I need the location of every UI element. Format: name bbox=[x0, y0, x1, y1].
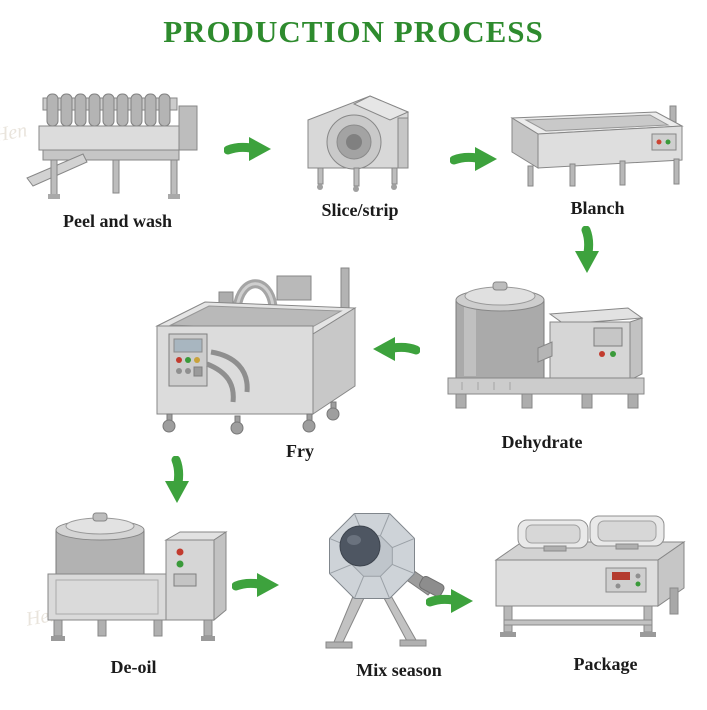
flow-arrow-down-icon bbox=[572, 225, 602, 274]
step-fry: Fry bbox=[115, 252, 375, 462]
flow-arrow-right-icon bbox=[425, 586, 474, 616]
dehydrate-machine-icon bbox=[432, 256, 652, 424]
step-peel-and-wash: Peel and wash bbox=[25, 82, 210, 232]
de-oil-machine-icon bbox=[36, 498, 231, 653]
step-slice-strip: Slice/strip bbox=[280, 88, 440, 221]
step-label-package: Package bbox=[573, 654, 638, 674]
step-de-oil: De-oil bbox=[36, 498, 231, 678]
flow-arrow-right-icon bbox=[223, 134, 272, 164]
page-title: PRODUCTION PROCESS bbox=[163, 14, 544, 49]
mix-season-machine-icon bbox=[294, 496, 454, 656]
slice-strip-machine-icon bbox=[280, 88, 440, 196]
step-dehydrate: Dehydrate bbox=[432, 256, 652, 453]
flow-arrow-right-icon bbox=[231, 570, 280, 600]
step-blanch: Blanch bbox=[500, 98, 695, 219]
step-label-mix-season: Mix season bbox=[356, 660, 442, 680]
step-label-de-oil: De-oil bbox=[110, 657, 157, 677]
step-label-dehydrate: Dehydrate bbox=[501, 432, 583, 452]
flow-arrow-down-icon bbox=[162, 455, 192, 504]
step-label-peel-and-wash: Peel and wash bbox=[62, 211, 172, 231]
peel-and-wash-machine-icon bbox=[25, 82, 210, 207]
step-label-fry: Fry bbox=[286, 441, 314, 461]
step-label-slice-strip: Slice/strip bbox=[321, 200, 399, 220]
package-machine-icon bbox=[478, 502, 693, 642]
fry-machine-icon bbox=[115, 252, 375, 437]
blanch-machine-icon bbox=[500, 98, 695, 194]
flow-arrow-right-icon bbox=[449, 144, 498, 174]
step-package: Package bbox=[478, 502, 693, 675]
flow-arrow-left-icon bbox=[372, 334, 421, 364]
step-label-blanch: Blanch bbox=[570, 198, 625, 218]
step-mix-season: Mix season bbox=[294, 496, 454, 681]
